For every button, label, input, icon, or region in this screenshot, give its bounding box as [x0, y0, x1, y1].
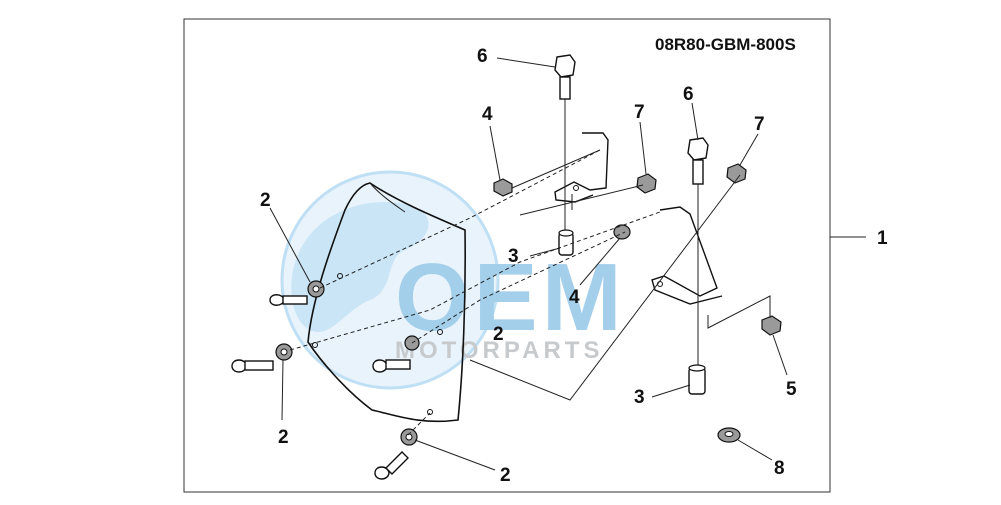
- screw-2-top-head: [269, 294, 285, 306]
- callout-7-right: 7: [754, 114, 765, 135]
- diagram-frame: [183, 18, 831, 493]
- bracket-left-hole: [573, 185, 579, 191]
- callout-1: 1: [877, 228, 888, 249]
- bolt-right: [687, 137, 709, 370]
- screw-2-top-shank: [282, 295, 308, 305]
- leader-2-bottom: [414, 439, 496, 471]
- bracket-right: [651, 206, 723, 305]
- screw-2-mid-head: [231, 359, 247, 373]
- assembly-line-3: [411, 231, 626, 344]
- nut-7-right: [726, 163, 747, 184]
- screw-2-top: [269, 280, 325, 306]
- nut-7-left: [636, 173, 657, 194]
- bracket-left-body: [554, 132, 609, 203]
- watermark-logo-text: OEM: [395, 244, 626, 351]
- assembly-line-6: [707, 295, 771, 329]
- part-code-label: 08R80-GBM-800S: [655, 35, 796, 54]
- leader-2-mid: [281, 359, 284, 421]
- windscreen-edge: [369, 182, 406, 213]
- windscreen: [307, 182, 466, 423]
- leader-6-top: [496, 57, 556, 68]
- collar-left-top: [558, 229, 574, 237]
- watermark-sub-text: MOTORPARTS: [395, 337, 603, 364]
- assembly-line-8: [519, 184, 644, 216]
- washer-8-hole: [724, 431, 734, 437]
- screw-2-mid-shank: [244, 360, 274, 371]
- callout-2-mid: 2: [278, 427, 289, 448]
- callout-4-mid: 4: [569, 287, 580, 308]
- callout-6-right: 6: [683, 84, 694, 105]
- bolt-right-head: [687, 137, 709, 161]
- callout-2-bottom: 2: [500, 465, 511, 486]
- leader-4-top: [489, 125, 501, 181]
- leader-6-right: [691, 102, 699, 141]
- windscreen-hole-2: [312, 342, 318, 348]
- callout-8: 8: [774, 458, 785, 479]
- windscreen-hole-3: [437, 329, 443, 335]
- screw-2-bottom-head: [374, 466, 390, 480]
- bolt-top-shank: [559, 76, 571, 100]
- leader-7-right: [739, 133, 759, 166]
- collar-right: [688, 364, 706, 395]
- callout-2-top: 2: [260, 190, 271, 211]
- leader-5: [772, 334, 788, 376]
- screw-2-right-shank: [385, 359, 411, 370]
- windscreen-hole-4: [427, 409, 433, 415]
- bracket-right-body: [651, 206, 723, 305]
- grommet-2-top-hole: [312, 285, 320, 293]
- watermark-continent-shape: [291, 202, 429, 333]
- collar-right-body: [688, 367, 706, 395]
- bolt-top-head: [554, 54, 576, 78]
- assembly-line-2: [289, 211, 661, 351]
- screw-2-right-head: [372, 359, 388, 373]
- leader-3-left: [529, 247, 561, 257]
- screw-2-bottom-shank: [385, 451, 409, 475]
- grommet-2-bottom-hole: [405, 433, 413, 441]
- callout-3-right: 3: [634, 387, 645, 408]
- screw-2-bottom: [374, 428, 418, 480]
- callout-4-top: 4: [482, 104, 493, 125]
- leader-7-left: [639, 121, 647, 175]
- bracket-left: [554, 132, 609, 210]
- collar-right-top: [688, 364, 706, 372]
- nut-5: [761, 315, 782, 336]
- callout-2-right: 2: [493, 324, 504, 345]
- screw-2-mid: [231, 343, 293, 373]
- collar-left: [558, 229, 574, 256]
- windscreen-outline: [307, 182, 466, 423]
- grommet-2-mid-hole: [280, 348, 288, 356]
- assembly-line-7: [511, 149, 601, 189]
- watermark: OEM MOTORPARTS: [280, 170, 626, 390]
- assembly-line-4: [407, 412, 431, 436]
- leader-2-top: [269, 207, 311, 283]
- leader-4-mid: [579, 237, 621, 286]
- washer-4-left: [493, 178, 513, 197]
- callout-7-left: 7: [634, 102, 645, 123]
- leader-8: [737, 439, 773, 461]
- callout-3-left: 3: [508, 246, 519, 267]
- leader-3-right: [651, 384, 691, 398]
- assembly-line-5: [469, 174, 741, 401]
- callout-6-top: 6: [477, 46, 488, 67]
- callout-5: 5: [786, 379, 797, 400]
- bolt-right-shank: [692, 159, 704, 185]
